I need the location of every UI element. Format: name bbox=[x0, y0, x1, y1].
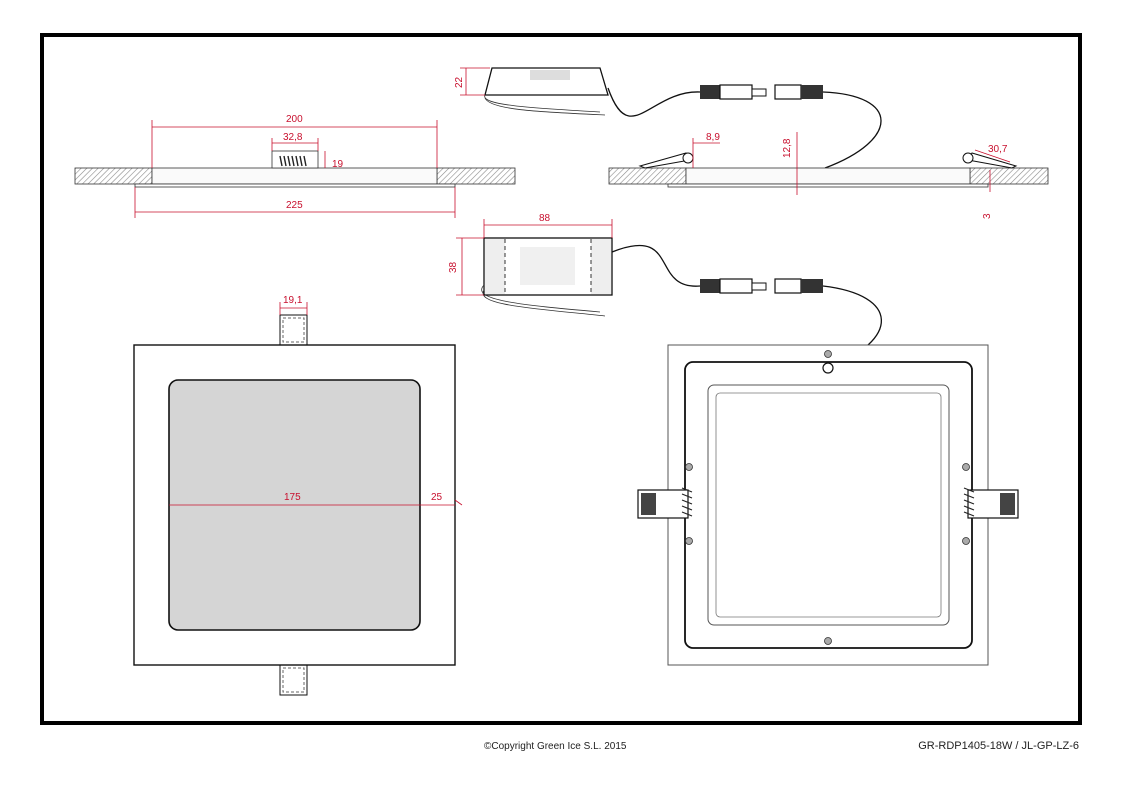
driver-side-view: 22 bbox=[454, 67, 882, 169]
dim-front-lines bbox=[169, 302, 463, 506]
rear-spring-right bbox=[967, 489, 1019, 519]
driver-label bbox=[530, 70, 570, 80]
connector-female-body bbox=[774, 84, 802, 100]
dim-driver-side-height-lines bbox=[460, 67, 490, 96]
copyright-text: ©Copyright Green Ice S.L. 2015 bbox=[484, 741, 627, 752]
socket-spring bbox=[279, 155, 307, 167]
spring-top-inner bbox=[282, 317, 305, 343]
driver-endcap-right bbox=[591, 239, 611, 294]
dim-clip-width: 30,7 bbox=[988, 144, 1008, 155]
driver-top-view: 88 38 bbox=[448, 213, 882, 369]
socket-box bbox=[271, 150, 319, 169]
driver-top-wire-1 bbox=[481, 284, 601, 313]
driver-top-cable-out bbox=[611, 244, 701, 287]
panel-rim-2 bbox=[667, 183, 989, 188]
dim-panel-thickness: 12,8 bbox=[782, 138, 793, 158]
panel-cable bbox=[822, 91, 882, 169]
model-code: GR-RDP1405-18W / JL-GP-LZ-6 bbox=[918, 740, 1079, 752]
dim-light-area: 175 bbox=[284, 492, 301, 503]
ceiling-left bbox=[74, 167, 153, 185]
side-view-left: 200 32,8 19 225 bbox=[74, 114, 516, 218]
connector-male-body bbox=[719, 84, 753, 100]
spring-top bbox=[279, 314, 308, 346]
connector-male-pin-2 bbox=[751, 282, 767, 291]
dim-border: 25 bbox=[431, 492, 443, 503]
spring-clips bbox=[638, 152, 1018, 169]
driver-housing-side bbox=[484, 67, 609, 96]
driver-wire-in-2 bbox=[484, 97, 606, 116]
dim-rim-thickness: 3 bbox=[982, 213, 993, 219]
drawing-frame bbox=[40, 33, 1082, 725]
cable-grommet bbox=[822, 362, 834, 374]
spring-bottom-inner bbox=[282, 667, 305, 693]
connector-female-body-2 bbox=[774, 278, 802, 294]
dim-socket-height: 19 bbox=[332, 159, 344, 170]
rear-screws bbox=[685, 350, 970, 645]
connector-male-body-2 bbox=[719, 278, 753, 294]
dim-lines-left bbox=[134, 120, 456, 218]
rear-view bbox=[637, 344, 1019, 666]
front-view: 175 25 19,1 bbox=[133, 295, 463, 696]
connector-female-grip-2 bbox=[801, 279, 823, 293]
dim-lines-right bbox=[692, 132, 1011, 195]
connector-male-grip-2 bbox=[700, 279, 720, 293]
ceiling-left-2 bbox=[608, 167, 687, 185]
spring-bottom bbox=[279, 664, 308, 696]
dim-driver-side-height: 22 bbox=[454, 76, 465, 88]
dim-driver-lines bbox=[456, 219, 613, 296]
driver-wire-in bbox=[484, 94, 601, 113]
rear-plate-inner bbox=[715, 392, 942, 618]
dim-overall-width: 225 bbox=[286, 200, 303, 211]
dim-side-width: 200 bbox=[286, 114, 303, 125]
connector-male-pin bbox=[751, 88, 767, 97]
driver-endcap-left bbox=[485, 239, 505, 294]
dim-spring-width: 19,1 bbox=[283, 295, 303, 306]
dim-socket-width: 32,8 bbox=[283, 132, 303, 143]
driver-top-label bbox=[520, 247, 575, 285]
connector-male-grip bbox=[700, 85, 720, 99]
rear-spring-left bbox=[637, 489, 689, 519]
side-view-right: 8,9 12,8 30,7 3 bbox=[608, 132, 1049, 219]
dim-driver-height: 38 bbox=[448, 261, 459, 273]
ceiling-right-2 bbox=[969, 167, 1049, 185]
dim-driver-length: 88 bbox=[539, 213, 551, 224]
connector-female-grip bbox=[801, 85, 823, 99]
rear-coils bbox=[681, 487, 975, 517]
panel-body bbox=[151, 167, 438, 185]
panel-rim bbox=[134, 183, 456, 188]
ceiling-right bbox=[436, 167, 516, 185]
connector-pair-top bbox=[700, 84, 823, 100]
driver-cable-out bbox=[607, 87, 701, 117]
connector-pair-bottom bbox=[700, 278, 823, 294]
dim-clip-height: 8,9 bbox=[706, 132, 720, 143]
panel-body-2 bbox=[685, 167, 971, 185]
